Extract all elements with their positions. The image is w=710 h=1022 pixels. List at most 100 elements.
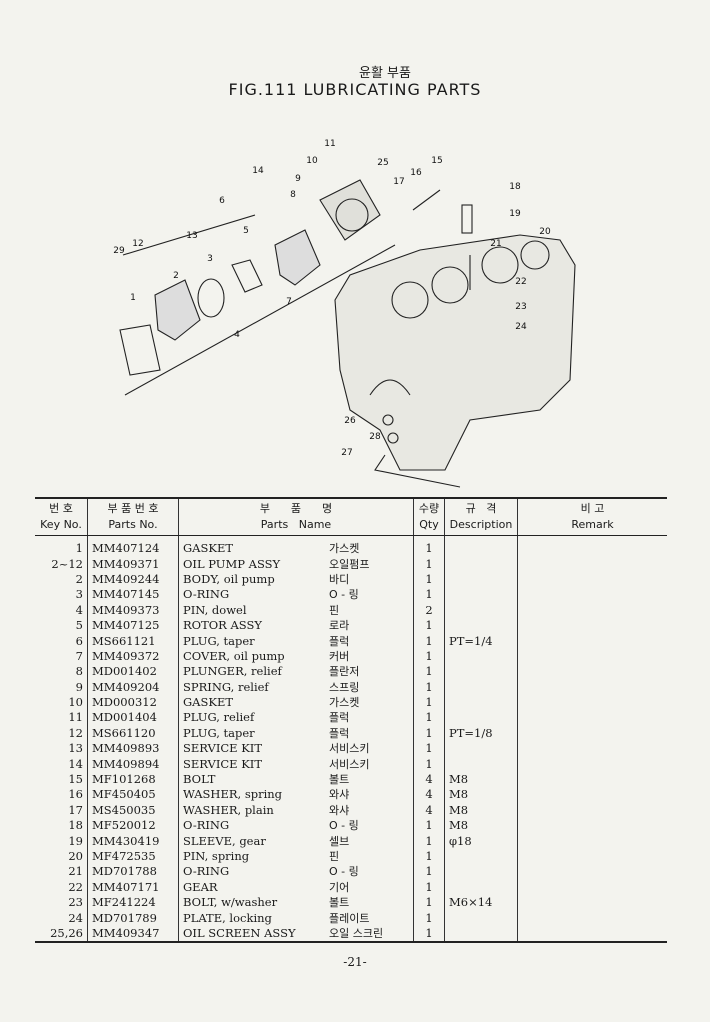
- part-number: MM409894: [87, 756, 179, 772]
- callout-label: 16: [410, 168, 422, 178]
- quantity: 1: [413, 879, 445, 895]
- callout-label: 1: [130, 293, 136, 303]
- header-label: Remark: [571, 518, 614, 531]
- part-name-korean: 기어: [329, 880, 350, 894]
- page-number: -21-: [343, 955, 367, 969]
- part-name: SERVICE KIT: [183, 756, 263, 771]
- part-name: BODY, oil pump: [183, 571, 275, 586]
- header-label: 비 고: [580, 502, 605, 515]
- part-number: MF520012: [87, 818, 179, 834]
- part-name-korean: 볼트: [329, 896, 350, 910]
- callout-label: 10: [306, 156, 318, 166]
- part-name-cell: PLATE, locking 플레이트: [178, 910, 414, 926]
- part-name: O-RING: [183, 818, 230, 833]
- quantity: 1: [413, 664, 445, 680]
- description: [444, 664, 518, 680]
- callout-label: 18: [509, 182, 521, 192]
- remark: [517, 648, 667, 665]
- description: [444, 910, 518, 926]
- description: M8: [444, 787, 518, 803]
- key-no: 23: [68, 895, 83, 910]
- quantity: 4: [413, 802, 445, 819]
- part-name: PLATE, locking: [183, 910, 272, 925]
- part-name-cell: BOLT, w/washer 볼트: [178, 894, 414, 911]
- part-name-korean: 오일 스크린: [329, 926, 384, 940]
- part-name-korean: 볼트: [329, 773, 350, 787]
- description: [444, 710, 518, 726]
- part-name-korean: 커버: [329, 649, 350, 663]
- key-no: 5: [75, 618, 83, 633]
- remark: [517, 833, 667, 849]
- description: [444, 848, 518, 865]
- key-no: 13: [68, 741, 83, 756]
- part-number: MD001402: [87, 664, 179, 680]
- quantity: 4: [413, 771, 445, 788]
- quantity: 1: [413, 679, 445, 695]
- description: [444, 617, 518, 634]
- key-no: 10: [68, 695, 83, 710]
- part-name-korean: 가스켓: [329, 696, 360, 710]
- callout-label: 25: [377, 158, 388, 168]
- description: [444, 556, 518, 572]
- part-number: MM407125: [87, 617, 179, 634]
- description: [444, 879, 518, 895]
- col-remark: 비 고 Remark: [517, 498, 667, 536]
- part-name-korean: 핀: [329, 603, 340, 617]
- key-no: 2~12: [51, 556, 83, 571]
- key-no: 16: [68, 787, 83, 802]
- quantity: 1: [413, 833, 445, 849]
- key-no: 25,26: [50, 925, 83, 940]
- key-no: 9: [75, 679, 83, 694]
- quantity: 1: [413, 864, 445, 880]
- part-name-korean: 플럭: [329, 711, 350, 725]
- callout-label: 7: [286, 297, 292, 307]
- description: [444, 587, 518, 603]
- part-name-korean: 셀브: [329, 834, 350, 848]
- description: φ18: [444, 833, 518, 849]
- part-number: MD000312: [87, 694, 179, 711]
- part-number: MM407171: [87, 879, 179, 895]
- remark: [517, 633, 667, 649]
- part-number: MM409244: [87, 571, 179, 588]
- part-name: PIN, spring: [183, 849, 250, 863]
- callout-label: 2: [173, 271, 179, 281]
- quantity: 1: [413, 633, 445, 649]
- quantity: 1: [413, 894, 445, 911]
- part-name-korean: 서비스키: [329, 742, 370, 756]
- part-number: MF450405: [87, 787, 179, 803]
- header-label: Parts No.: [108, 518, 158, 531]
- quantity: 1: [413, 925, 445, 943]
- part-name-korean: 플레이트: [329, 911, 370, 925]
- quantity: 1: [413, 587, 445, 603]
- callout-label: 4: [234, 330, 240, 340]
- quantity: 1: [413, 756, 445, 772]
- callout-label: 3: [207, 254, 213, 264]
- remark: [517, 587, 667, 603]
- callout-label: 20: [539, 227, 551, 237]
- part-number: MS450035: [87, 802, 179, 819]
- key-no: 14: [68, 756, 83, 771]
- callout-label: 27: [341, 448, 352, 458]
- description: [444, 602, 518, 618]
- description: PT=1/8: [444, 725, 518, 742]
- quantity: 1: [413, 571, 445, 588]
- part-name: BOLT, w/washer: [183, 895, 278, 910]
